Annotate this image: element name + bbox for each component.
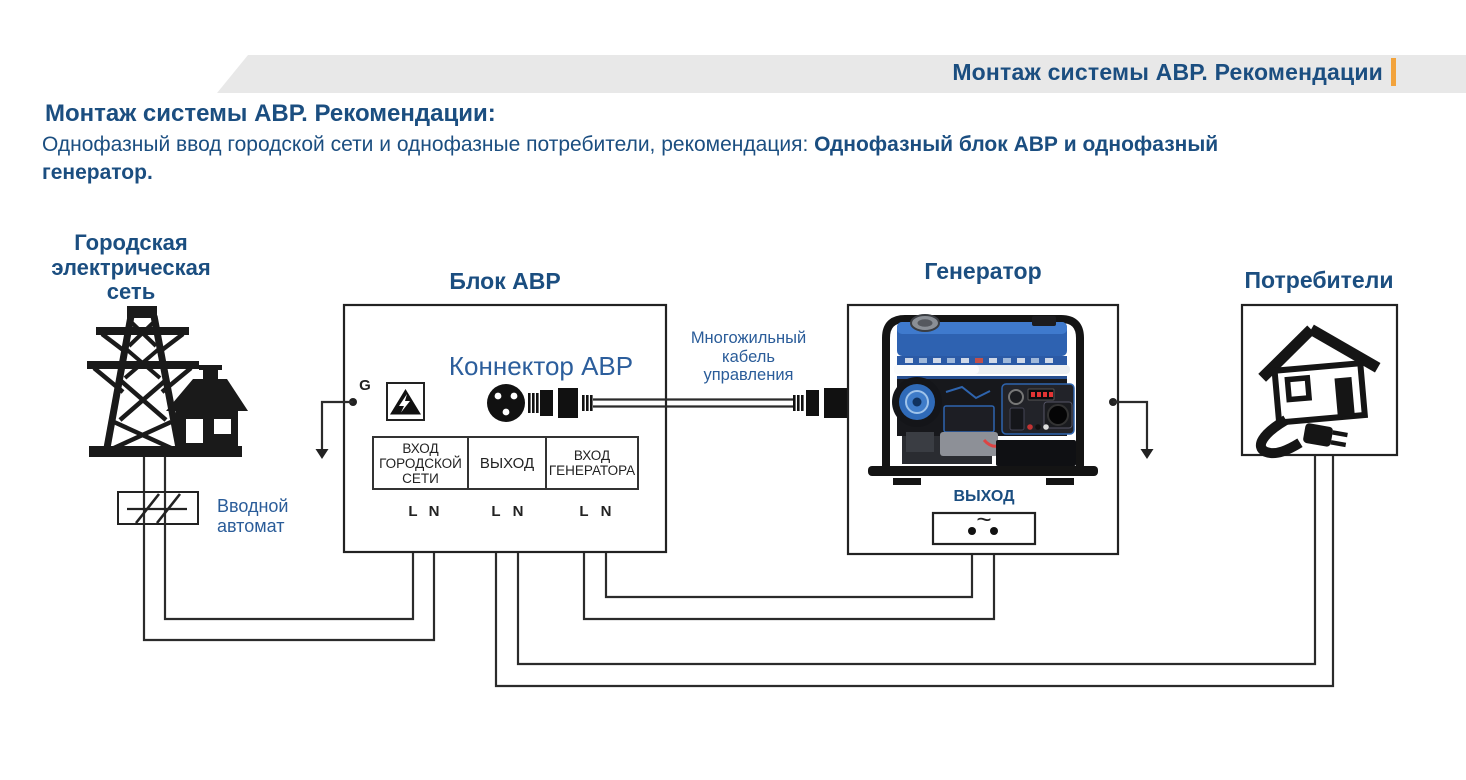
header-band [217,55,1466,93]
ground-arrow-left [315,398,357,459]
power-tower-icon [87,306,242,457]
ac-symbol: ~ [976,504,992,534]
avr-block-title: Блок АВР [449,268,561,294]
terminal-table [372,436,639,490]
city-network-title: Городская электрическая сеть [51,230,211,304]
breaker-switch-icon [127,493,187,524]
ground-label: G [359,377,371,394]
avr-box [315,303,668,554]
lead-paragraph: Однофазный ввод городской сети и однофаз… [42,131,1312,187]
house-icon [166,365,248,450]
cable-connector-icon [793,388,848,418]
ground-arrow-right [1109,398,1154,459]
warning-triangle-icon [386,382,425,421]
generator-box [846,303,1154,556]
header-accent-bar [1391,58,1396,86]
terminal-label-l3: L [579,503,589,520]
avr-connector-icon [487,384,593,422]
control-cable-label: Многожильный кабель управления [690,329,807,384]
consumers-title: Потребители [1244,267,1394,293]
lead-bold-text: Однофазный блок АВР и однофазный генерат… [42,133,1219,184]
control-cable [593,388,848,418]
consumers-box [1240,303,1399,459]
terminal-label-n2: N [512,503,524,520]
wires [142,455,1335,688]
generator-image [868,314,1098,485]
terminal-label-l2: L [491,503,501,520]
house-plug-icon [1256,324,1381,459]
lead-normal-text: Однофазный ввод городской сети и однофаз… [42,133,815,156]
breaker-label: Вводной автомат [217,496,289,536]
generator-output-terminal [931,511,1037,546]
generator-output-label: ВЫХОД [953,488,1015,505]
generator-title: Генератор [924,258,1042,284]
terminal-label-l1: L [408,503,418,520]
avr-connector-label: Коннектор АВР [448,351,634,381]
breaker-box [117,491,199,525]
avr-cell-gen-input: ВХОД ГЕНЕРАТОРА [548,448,636,478]
header-title: Монтаж системы АВР. Рекомендации [952,59,1383,85]
terminal-label-n1: N [428,503,440,520]
terminal-label-n3: N [600,503,612,520]
page-title: Монтаж системы АВР. Рекомендации: [45,100,496,127]
avr-cell-output: ВЫХОД [479,454,535,472]
avr-cell-city-input: ВХОД ГОРОДСКОЙ СЕТИ [379,440,462,486]
